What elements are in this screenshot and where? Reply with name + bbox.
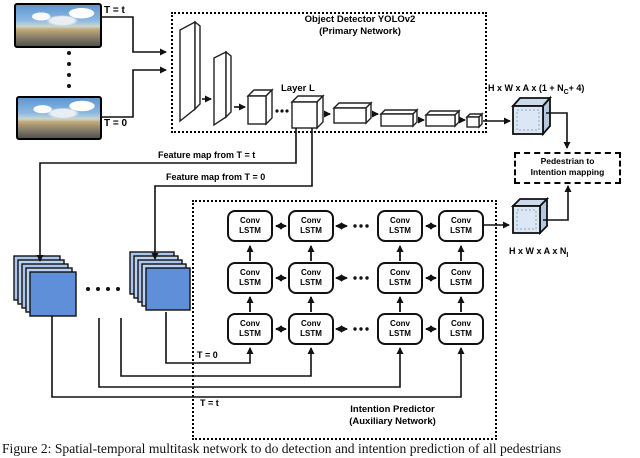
cell-label: Conv	[301, 319, 321, 329]
feature-map-0-label: Feature map from T = 0	[166, 172, 266, 182]
feature-stack-t	[13, 255, 77, 317]
cell-label: Conv	[451, 268, 471, 278]
tt-line-label: T = t	[200, 398, 219, 408]
auxiliary-network-title-line1: Intention Predictor	[350, 404, 435, 415]
cell-label: LSTM	[300, 278, 322, 287]
cell-label: LSTM	[389, 278, 411, 287]
primary-network-title-line1: Object Detector YOLOv2	[304, 14, 416, 25]
cell-label: LSTM	[239, 226, 261, 235]
cell-label: LSTM	[450, 278, 472, 287]
yolo-output-suffix: + 4)	[568, 83, 585, 93]
t0-line-label: T = 0	[197, 350, 218, 360]
cell-label: Conv	[240, 319, 260, 329]
auxiliary-network-title-line2: (Auxiliary Network)	[349, 416, 436, 428]
cell-label: LSTM	[450, 329, 472, 338]
arrow-intention-to-mapping	[543, 185, 572, 221]
cell-label: LSTM	[450, 226, 472, 235]
figure-caption: Figure 2: Spatial-temporal multitask net…	[2, 441, 562, 456]
street-scene-frame-t	[14, 3, 102, 48]
frame-t-label: T = t	[104, 5, 125, 16]
cell-label: Conv	[390, 216, 410, 226]
detection-output-cube	[511, 95, 552, 137]
intention-output-sub: I	[566, 251, 569, 259]
arrow-detection-to-mapping	[546, 112, 571, 149]
pedestrian-intention-mapping-box: Pedestrian to Intention mapping	[514, 152, 621, 184]
primary-network-box	[171, 12, 487, 133]
arrow-frame-t	[101, 16, 167, 56]
cell-label: Conv	[240, 216, 260, 226]
cell-label: LSTM	[389, 329, 411, 338]
street-scene-frame-0	[16, 96, 102, 140]
intention-output-cube	[510, 196, 550, 236]
feature-stack-0	[129, 251, 191, 311]
stacks-ellipsis-dots	[86, 287, 120, 291]
cell-label: LSTM	[300, 329, 322, 338]
cell-label: Conv	[451, 216, 471, 226]
cell-label: Conv	[451, 319, 471, 329]
yolo-output-dims: H x W x A x (1 + NC+ 4)	[488, 83, 584, 96]
cell-label: LSTM	[239, 329, 261, 338]
intention-output-prefix: H x W x A x N	[509, 246, 567, 256]
cell-label: Conv	[390, 268, 410, 278]
frames-ellipsis-dots	[67, 51, 71, 88]
cell-label: Conv	[301, 268, 321, 278]
cell-label: Conv	[240, 268, 260, 278]
arrow-frame-0	[101, 66, 167, 118]
yolo-output-prefix: H x W x A x (1 + N	[488, 83, 564, 93]
intention-output-dims: H x W x A x NI	[509, 246, 568, 259]
yolo-output-sub: C	[563, 88, 569, 96]
cell-label: LSTM	[239, 278, 261, 287]
mapping-box-line2: Intention mapping	[530, 166, 605, 177]
cell-label: Conv	[301, 216, 321, 226]
primary-network-title-line2: (Primary Network)	[319, 26, 401, 38]
frame-0-label: T = 0	[104, 118, 128, 129]
primary-network-title: Object Detector YOLOv2 (Primary Network)	[260, 14, 460, 39]
cell-label: LSTM	[300, 226, 322, 235]
cell-label: LSTM	[389, 226, 411, 235]
feature-map-t-label: Feature map from T = t	[158, 150, 256, 160]
cell-label: Conv	[390, 319, 410, 329]
mapping-box-line1: Pedestrian to	[540, 156, 595, 166]
layer-l-label: Layer L	[281, 83, 315, 94]
frame-input-arrows	[101, 16, 167, 118]
auxiliary-network-title: Intention Predictor (Auxiliary Network)	[300, 404, 485, 429]
